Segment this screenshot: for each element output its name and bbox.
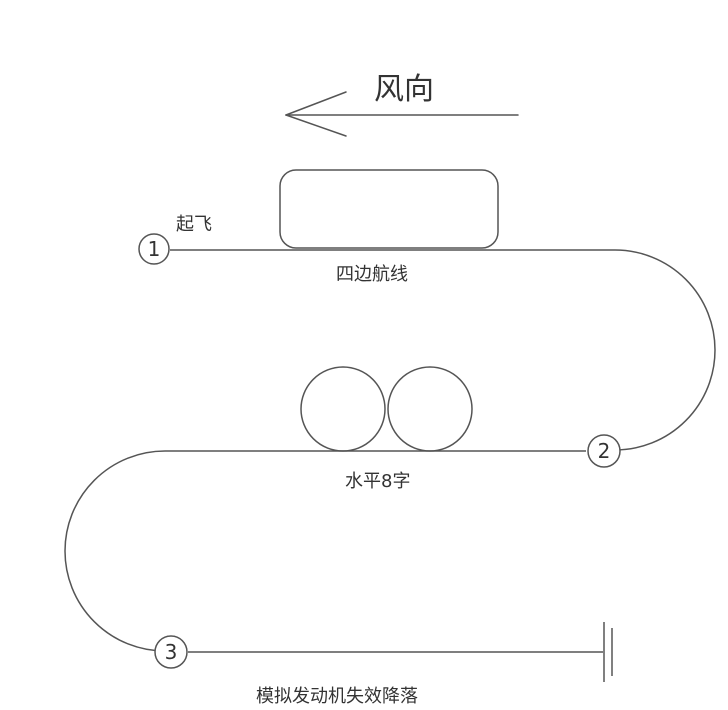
waypoint-3-number: 3 xyxy=(164,640,178,664)
waypoint-1-marker xyxy=(138,233,170,265)
wind-arrow-icon xyxy=(285,91,519,137)
figure-eight-left-circle xyxy=(300,366,386,452)
waypoint-2-number: 2 xyxy=(597,439,611,463)
wind-direction-label: 风向 xyxy=(374,72,434,107)
waypoint-3-marker xyxy=(154,635,188,669)
engine-failure-landing-label: 模拟发动机失效降落 xyxy=(256,686,418,707)
takeoff-label: 起飞 xyxy=(176,214,212,235)
circuit-label: 四边航线 xyxy=(336,264,408,285)
waypoint-1-number: 1 xyxy=(147,237,161,261)
figure-eight-label: 水平8字 xyxy=(345,471,411,492)
waypoint-2-marker xyxy=(587,434,621,468)
circuit-pattern-shape xyxy=(279,169,499,249)
figure-eight-right-circle xyxy=(387,366,473,452)
landing-end-marker xyxy=(603,622,613,682)
flight-path xyxy=(64,249,716,653)
